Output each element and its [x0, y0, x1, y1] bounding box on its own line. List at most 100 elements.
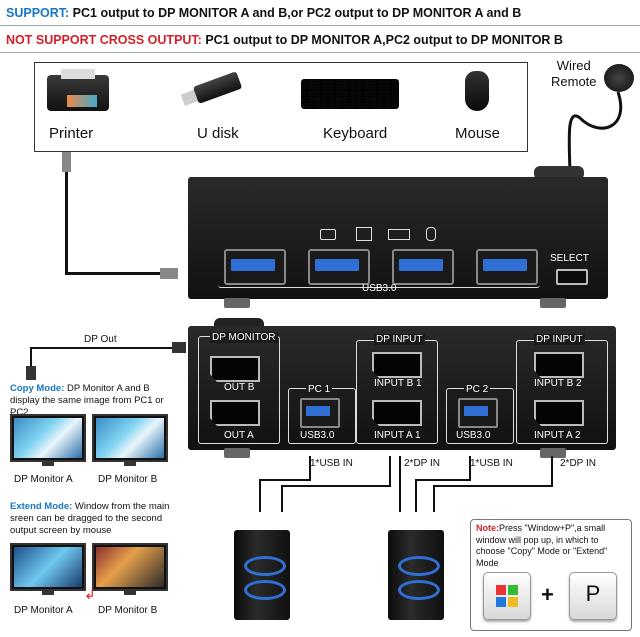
foot: [540, 448, 566, 458]
dp-input-1-label: DP INPUT: [374, 334, 425, 345]
drag-arrow-icon: ↲: [84, 586, 96, 602]
monitor-b-extend: [92, 543, 168, 595]
printer-label: Printer: [49, 125, 94, 142]
usb-cable: [65, 170, 68, 274]
monitor-a-extend: [10, 543, 86, 595]
support-key: SUPPORT:: [6, 6, 70, 20]
dp-in-2-label: 2*DP IN: [560, 458, 596, 469]
input-a1-label: INPUT A 1: [374, 430, 421, 441]
remote-jack-icon: [534, 166, 584, 180]
pc1-label: PC 1: [306, 384, 333, 395]
dp-out-cable: [30, 347, 32, 369]
input-b1-port[interactable]: [372, 352, 422, 378]
note-key: Note:: [476, 523, 499, 533]
extend-mode-desc: Window from the main sreen can be dragge…: [10, 501, 170, 536]
dp-monitor-label: DP MONITOR: [210, 332, 278, 343]
not-support-line: NOT SUPPORT CROSS OUTPUT: PC1 output to …: [6, 33, 563, 47]
copy-mode-key: Copy Mode:: [10, 383, 65, 394]
remote-cable: [567, 91, 623, 179]
kvm-back-panel: DP MONITOR OUT B OUT A PC 1 USB3.0 DP IN…: [188, 326, 616, 450]
out-a-label: OUT A: [224, 430, 254, 441]
out-b-port[interactable]: [210, 356, 260, 382]
dp-input-2-label: DP INPUT: [534, 334, 585, 345]
peripherals-box: Printer U disk Keyboard Mouse: [34, 62, 528, 152]
monitor-a-copy-label: DP Monitor A: [14, 474, 73, 485]
mouse-icon: [465, 71, 489, 111]
input-b2-label: INPUT B 2: [534, 378, 582, 389]
front-usb-port-1[interactable]: [224, 249, 286, 285]
usb-cable: [65, 272, 165, 275]
support-text: PC1 output to DP MONITOR A and B,or PC2 …: [69, 6, 522, 20]
p-key-label: P: [585, 581, 601, 606]
out-a-port[interactable]: [210, 400, 260, 426]
note-box: Note:Press "Window+P",a small window wil…: [470, 519, 632, 631]
divider: [0, 25, 640, 26]
windows-logo-icon: [496, 585, 518, 607]
dp-plug-icon: [172, 342, 186, 353]
out-b-label: OUT B: [224, 382, 255, 393]
usb-plug-icon: [62, 152, 71, 172]
printer-icon: [47, 69, 109, 115]
pc2-usb-label: USB3.0: [456, 430, 491, 441]
select-label: SELECT: [550, 253, 589, 264]
p-key: P: [569, 572, 617, 620]
pc2-tower-icon: [388, 530, 444, 620]
keyboard-small-icon: [388, 229, 410, 240]
dp-plug-icon: [26, 366, 36, 380]
copy-mode-text: Copy Mode: DP Monitor A and B display th…: [10, 383, 175, 419]
remote-label: Wired Remote: [551, 58, 597, 90]
monitor-b-extend-label: DP Monitor B: [98, 605, 158, 616]
usb-in-2-label: 1*USB IN: [470, 458, 513, 469]
extend-mode-text: Extend Mode: Window from the main sreen …: [10, 501, 180, 537]
front-usb-label: USB3.0: [362, 283, 397, 294]
mouse-small-icon: [426, 227, 436, 241]
note-desc: Press "Window+P",a small window will pop…: [476, 523, 608, 568]
dp-out-cable: [30, 347, 178, 349]
pc1-usb-port[interactable]: [300, 398, 340, 428]
keyboard-label: Keyboard: [323, 125, 388, 142]
plus-sign: +: [541, 582, 554, 607]
foot: [224, 298, 250, 308]
front-usb-port-4[interactable]: [476, 249, 538, 285]
pc1-tower-icon: [234, 530, 290, 620]
keyboard-icon: [301, 79, 399, 109]
input-cables: [259, 456, 553, 512]
not-support-key: NOT SUPPORT CROSS OUTPUT:: [6, 33, 202, 47]
input-b1-label: INPUT B 1: [374, 378, 422, 389]
note-text: Note:Press "Window+P",a small window wil…: [476, 523, 628, 569]
support-line: SUPPORT: PC1 output to DP MONITOR A and …: [6, 6, 521, 20]
monitor-a-extend-label: DP Monitor A: [14, 605, 73, 616]
input-a2-label: INPUT A 2: [534, 430, 581, 441]
dp-in-1-label: 2*DP IN: [404, 458, 440, 469]
extend-mode-key: Extend Mode:: [10, 501, 73, 512]
usb-drive-icon: [320, 229, 336, 240]
copy-mode-desc: DP Monitor A and B display the same imag…: [10, 383, 164, 418]
divider: [0, 52, 640, 53]
dp-out-label: DP Out: [84, 334, 117, 345]
foot: [540, 298, 566, 308]
remote-button-icon: [604, 64, 634, 92]
pc2-usb-port[interactable]: [458, 398, 498, 428]
front-usb-port-3[interactable]: [392, 249, 454, 285]
front-usb-port-2[interactable]: [308, 249, 370, 285]
printer-small-icon: [356, 227, 372, 241]
input-a2-port[interactable]: [534, 400, 584, 426]
kvm-front-panel: USB3.0 SELECT: [188, 177, 608, 299]
usb-stick-icon: [180, 71, 243, 108]
foot: [224, 448, 250, 458]
input-b2-port[interactable]: [534, 352, 584, 378]
pc2-label: PC 2: [464, 384, 491, 395]
windows-key: [483, 572, 531, 620]
select-port[interactable]: [556, 269, 588, 285]
not-support-text: PC1 output to DP MONITOR A,PC2 output to…: [201, 33, 563, 47]
input-a1-port[interactable]: [372, 400, 422, 426]
udisk-label: U disk: [197, 125, 239, 142]
monitor-b-copy: [92, 414, 168, 466]
monitor-a-copy: [10, 414, 86, 466]
pc1-usb-label: USB3.0: [300, 430, 335, 441]
mouse-label: Mouse: [455, 125, 501, 142]
usb-in-1-label: 1*USB IN: [310, 458, 353, 469]
usb-plug-icon: [160, 268, 178, 279]
remote-label-line2: Remote: [551, 74, 597, 89]
monitor-b-copy-label: DP Monitor B: [98, 474, 158, 485]
